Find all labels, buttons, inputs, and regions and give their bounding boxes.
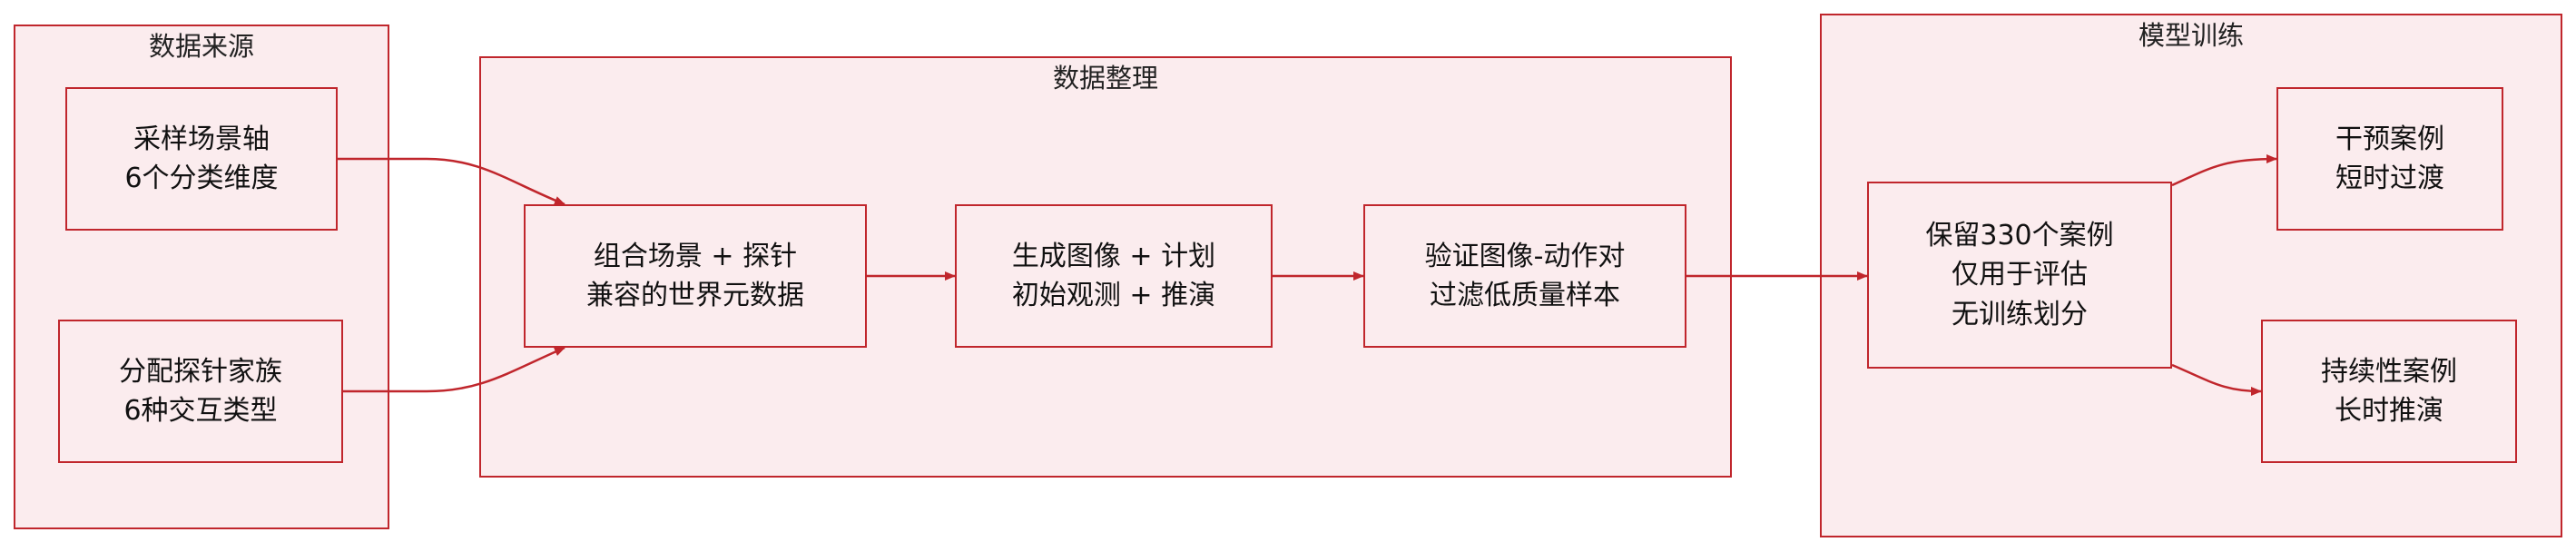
node-verify-image-action: 验证图像-动作对 过滤低质量样本 (1363, 204, 1686, 348)
edge-holdout-to-persistence (2171, 363, 2262, 396)
node-persistence-cases-line1: 持续性案例 (2321, 355, 2457, 388)
edge-holdout-to-intervention (2171, 154, 2277, 187)
cluster-data-source-title: 数据来源 (148, 31, 254, 62)
node-intervention-cases-line2: 短时过渡 (2335, 163, 2444, 194)
node-intervention-cases: 干预案例 短时过渡 (2276, 87, 2503, 231)
node-compose-scene-probe-line1: 组合场景 + 探针 (593, 240, 798, 272)
node-sample-scene-axes-line2: 6个分类维度 (124, 163, 279, 194)
node-assign-probe-families-line1: 分配探针家族 (119, 355, 282, 388)
node-verify-image-action-line2: 过滤低质量样本 (1430, 280, 1620, 311)
node-holdout-330-cases-line1: 保留330个案例 (1925, 219, 2114, 251)
node-intervention-cases-line1: 干预案例 (2335, 123, 2444, 155)
node-compose-scene-probe-line2: 兼容的世界元数据 (586, 280, 804, 311)
node-compose-scene-probe: 组合场景 + 探针 兼容的世界元数据 (524, 204, 867, 348)
cluster-data-curation-title: 数据整理 (1052, 63, 1158, 94)
node-generate-image-plan-line2: 初始观测 + 推演 (1011, 280, 1216, 311)
node-holdout-330-cases: 保留330个案例 仅用于评估 无训练划分 (1867, 182, 2172, 369)
node-assign-probe-families-line2: 6种交互类型 (123, 395, 278, 427)
node-sample-scene-axes: 采样场景轴 6个分类维度 (65, 87, 338, 231)
node-generate-image-plan-line1: 生成图像 + 计划 (1011, 240, 1216, 272)
node-assign-probe-families: 分配探针家族 6种交互类型 (58, 320, 343, 463)
edge-assign-probes-to-compose (343, 346, 565, 393)
node-verify-image-action-line1: 验证图像-动作对 (1424, 240, 1626, 272)
node-holdout-330-cases-line3: 无训练划分 (1952, 298, 2088, 330)
node-sample-scene-axes-line1: 采样场景轴 (133, 123, 270, 155)
edge-sample-axes-to-compose (338, 157, 565, 206)
node-persistence-cases-line2: 长时推演 (2335, 395, 2443, 427)
cluster-model-training-title: 模型训练 (2138, 20, 2244, 51)
node-holdout-330-cases-line2: 仅用于评估 (1952, 259, 2088, 291)
node-persistence-cases: 持续性案例 长时推演 (2261, 320, 2517, 463)
node-generate-image-plan: 生成图像 + 计划 初始观测 + 推演 (955, 204, 1273, 348)
